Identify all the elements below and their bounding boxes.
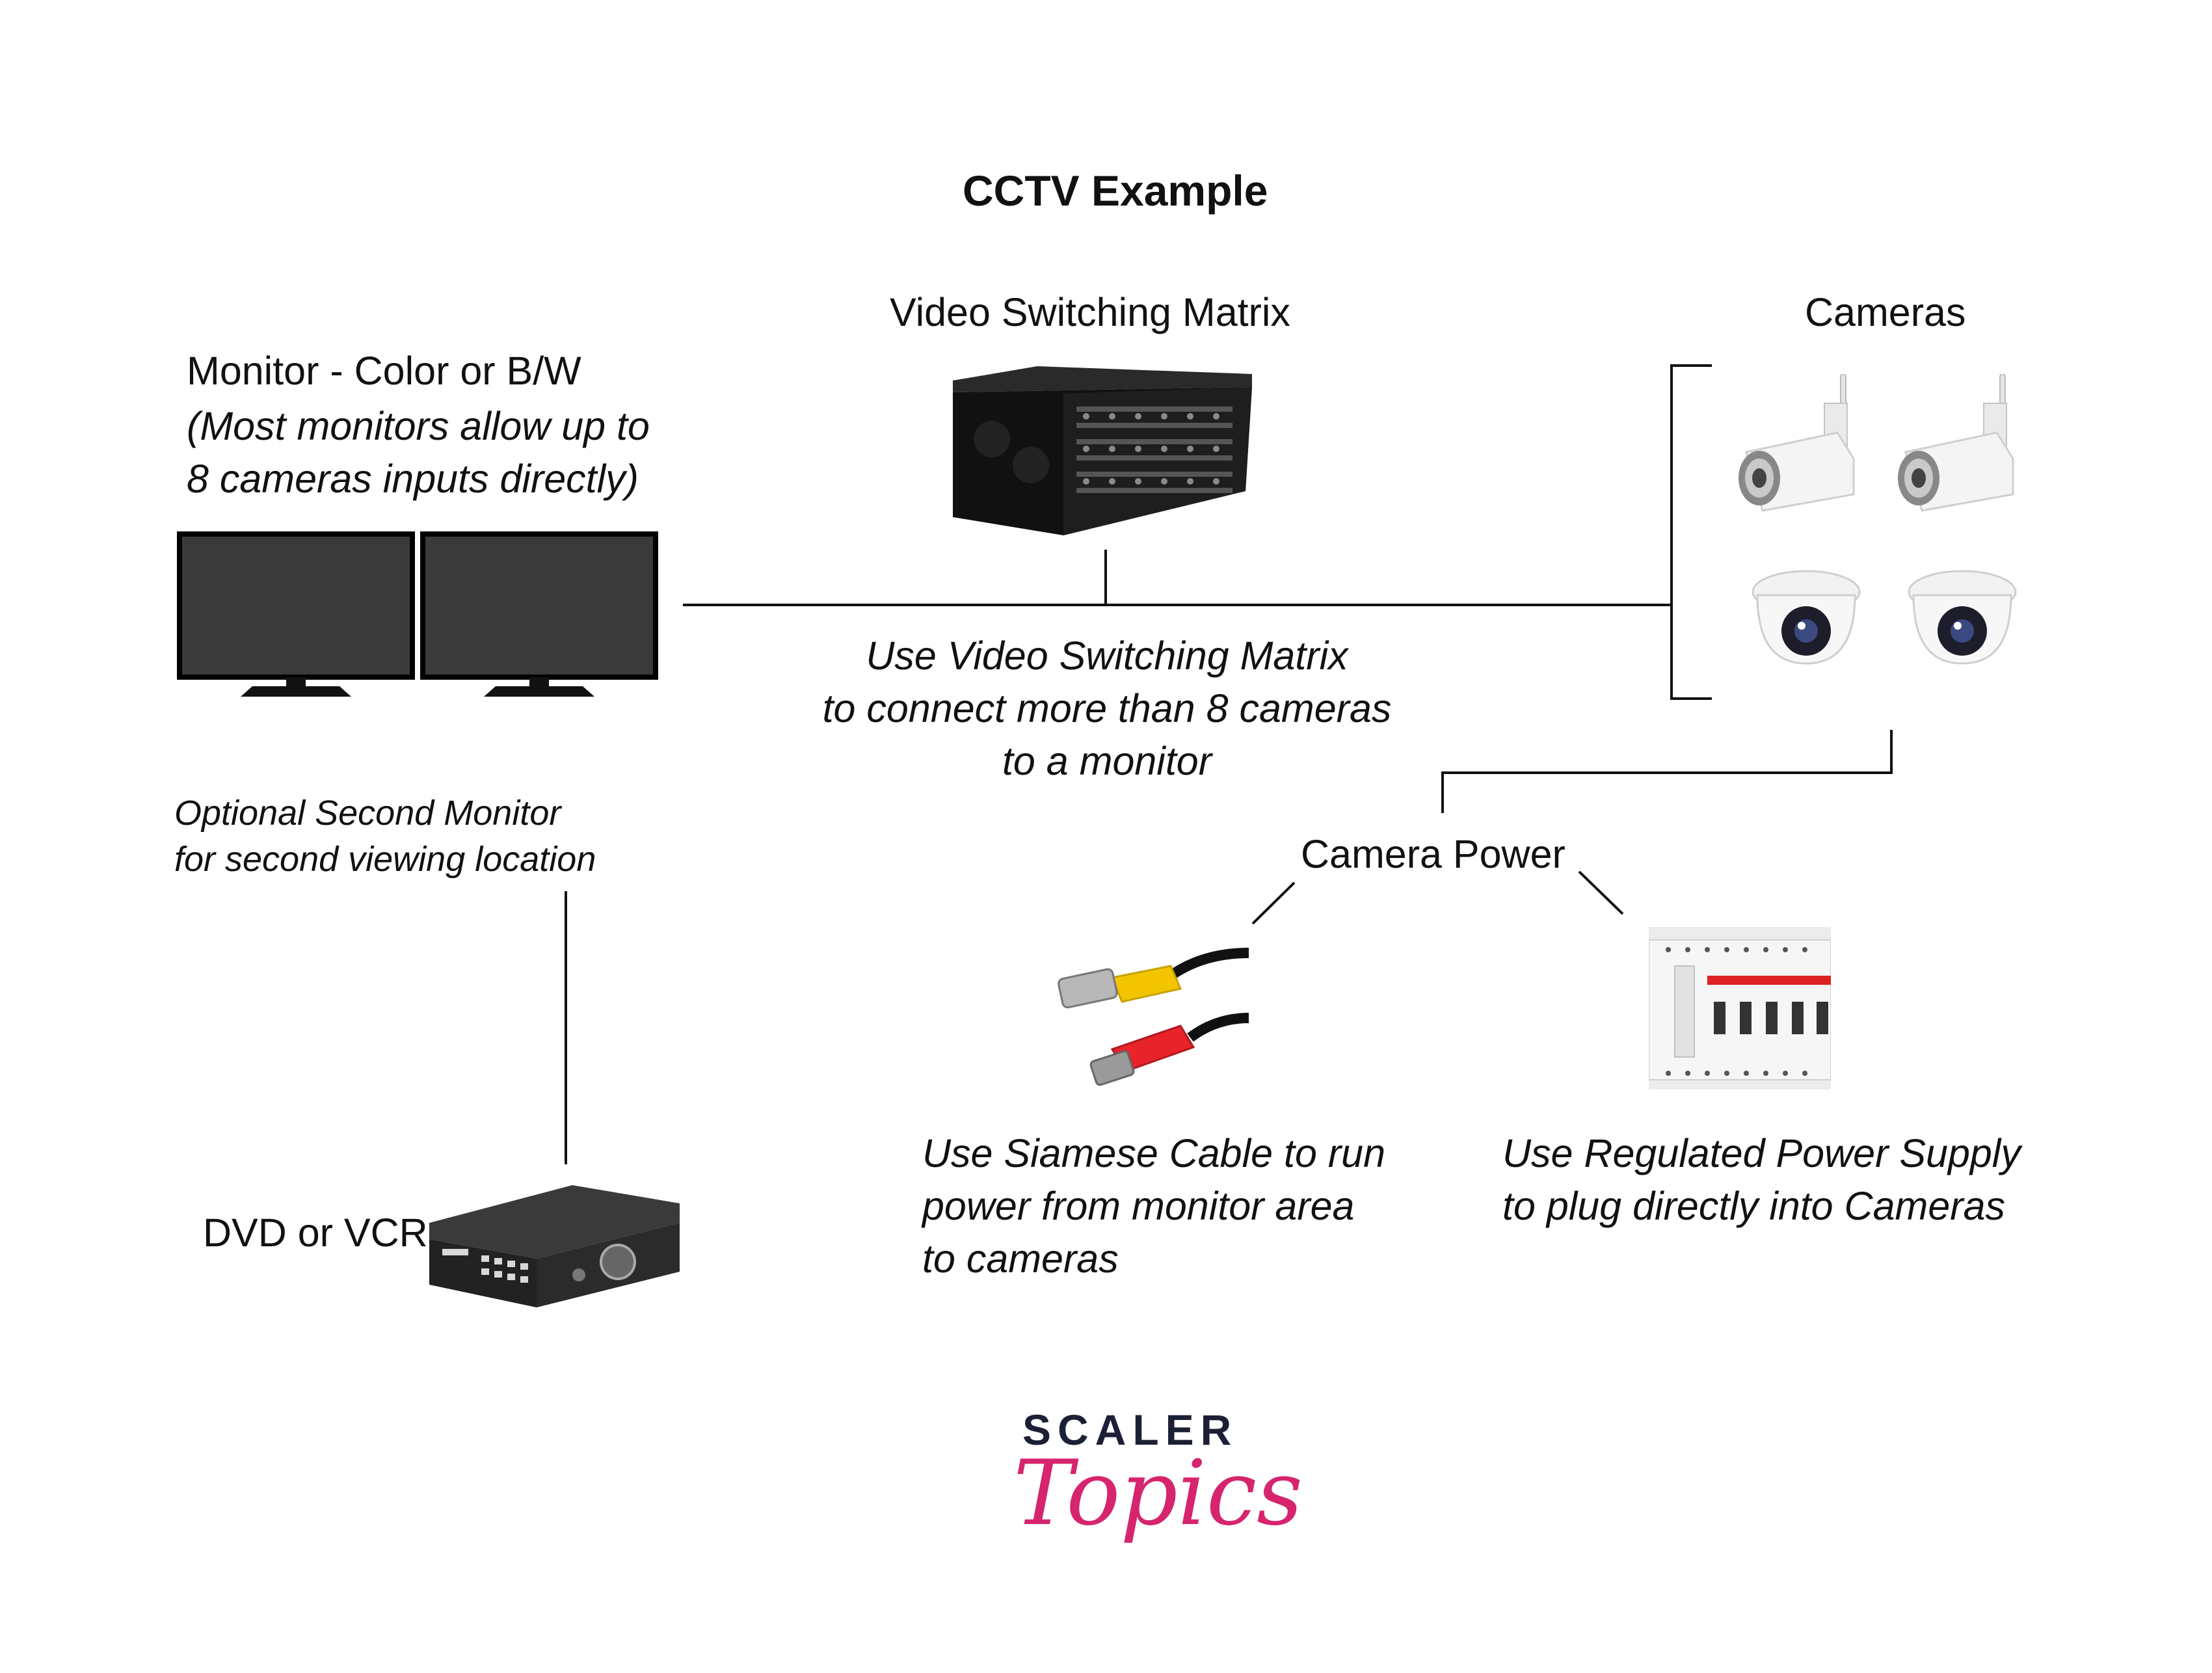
brand-logo-script: Topics — [1013, 1441, 1303, 1546]
cameras-bracket — [1670, 364, 1712, 700]
second-monitor-note-line: for second viewing location — [174, 840, 596, 879]
matrix-note-line: to connect more than 8 cameras — [822, 686, 1392, 730]
matrix-note: Use Video Switching Matrix to connect mo… — [821, 630, 1393, 788]
dvd-label: DVD or VCR — [203, 1211, 428, 1255]
diagram-title: CCTV Example — [963, 167, 1268, 215]
camera-power-label: Camera Power — [1301, 832, 1566, 876]
power-to-supply-line — [1578, 870, 1624, 915]
brand-logo-wordmark: SCALER — [1022, 1406, 1238, 1454]
matrix-note-line: to a monitor — [1002, 739, 1212, 783]
second-monitor-note: Optional Second Monitor for second viewi… — [174, 790, 596, 883]
dual-monitor-icon — [177, 531, 658, 697]
power-supply-note: Use Regulated Power Supply to plug direc… — [1502, 1127, 2021, 1233]
siamese-note-line: to cameras — [922, 1237, 1119, 1281]
dvr-recorder-icon — [429, 1185, 680, 1307]
monitor-note-line: 8 cameras inputs directly) — [187, 457, 639, 501]
power-supply-icon — [1649, 927, 1831, 1090]
bullet-camera-icon — [1739, 374, 1855, 512]
siamese-note: Use Siamese Cable to run power from moni… — [922, 1127, 1385, 1285]
dome-camera-icon — [1752, 570, 1861, 665]
siamese-note-line: Use Siamese Cable to run — [922, 1131, 1386, 1175]
second-monitor-note-line: Optional Second Monitor — [174, 794, 561, 833]
cameras-to-power-line — [1441, 730, 1893, 813]
matrix-note-line: Use Video Switching Matrix — [866, 634, 1348, 678]
power-supply-note-line: Use Regulated Power Supply — [1502, 1131, 2021, 1175]
power-to-cable-line — [1251, 881, 1296, 925]
siamese-cable-icon — [1058, 948, 1249, 1086]
matrix-label: Video Switching Matrix — [890, 290, 1290, 334]
cameras-label: Cameras — [1805, 290, 1966, 334]
monitor-note: (Most monitors allow up to 8 cameras inp… — [187, 400, 650, 505]
video-switching-matrix-icon — [953, 366, 1252, 535]
power-supply-note-line: to plug directly into Cameras — [1502, 1184, 2006, 1228]
siamese-note-line: power from monitor area — [922, 1184, 1355, 1228]
monitor-note-line: (Most monitors allow up to — [187, 404, 650, 448]
dome-camera-icon — [1908, 570, 2017, 665]
bullet-camera-icon — [1898, 374, 2014, 512]
monitor-label: Monitor - Color or B/W — [187, 349, 581, 393]
